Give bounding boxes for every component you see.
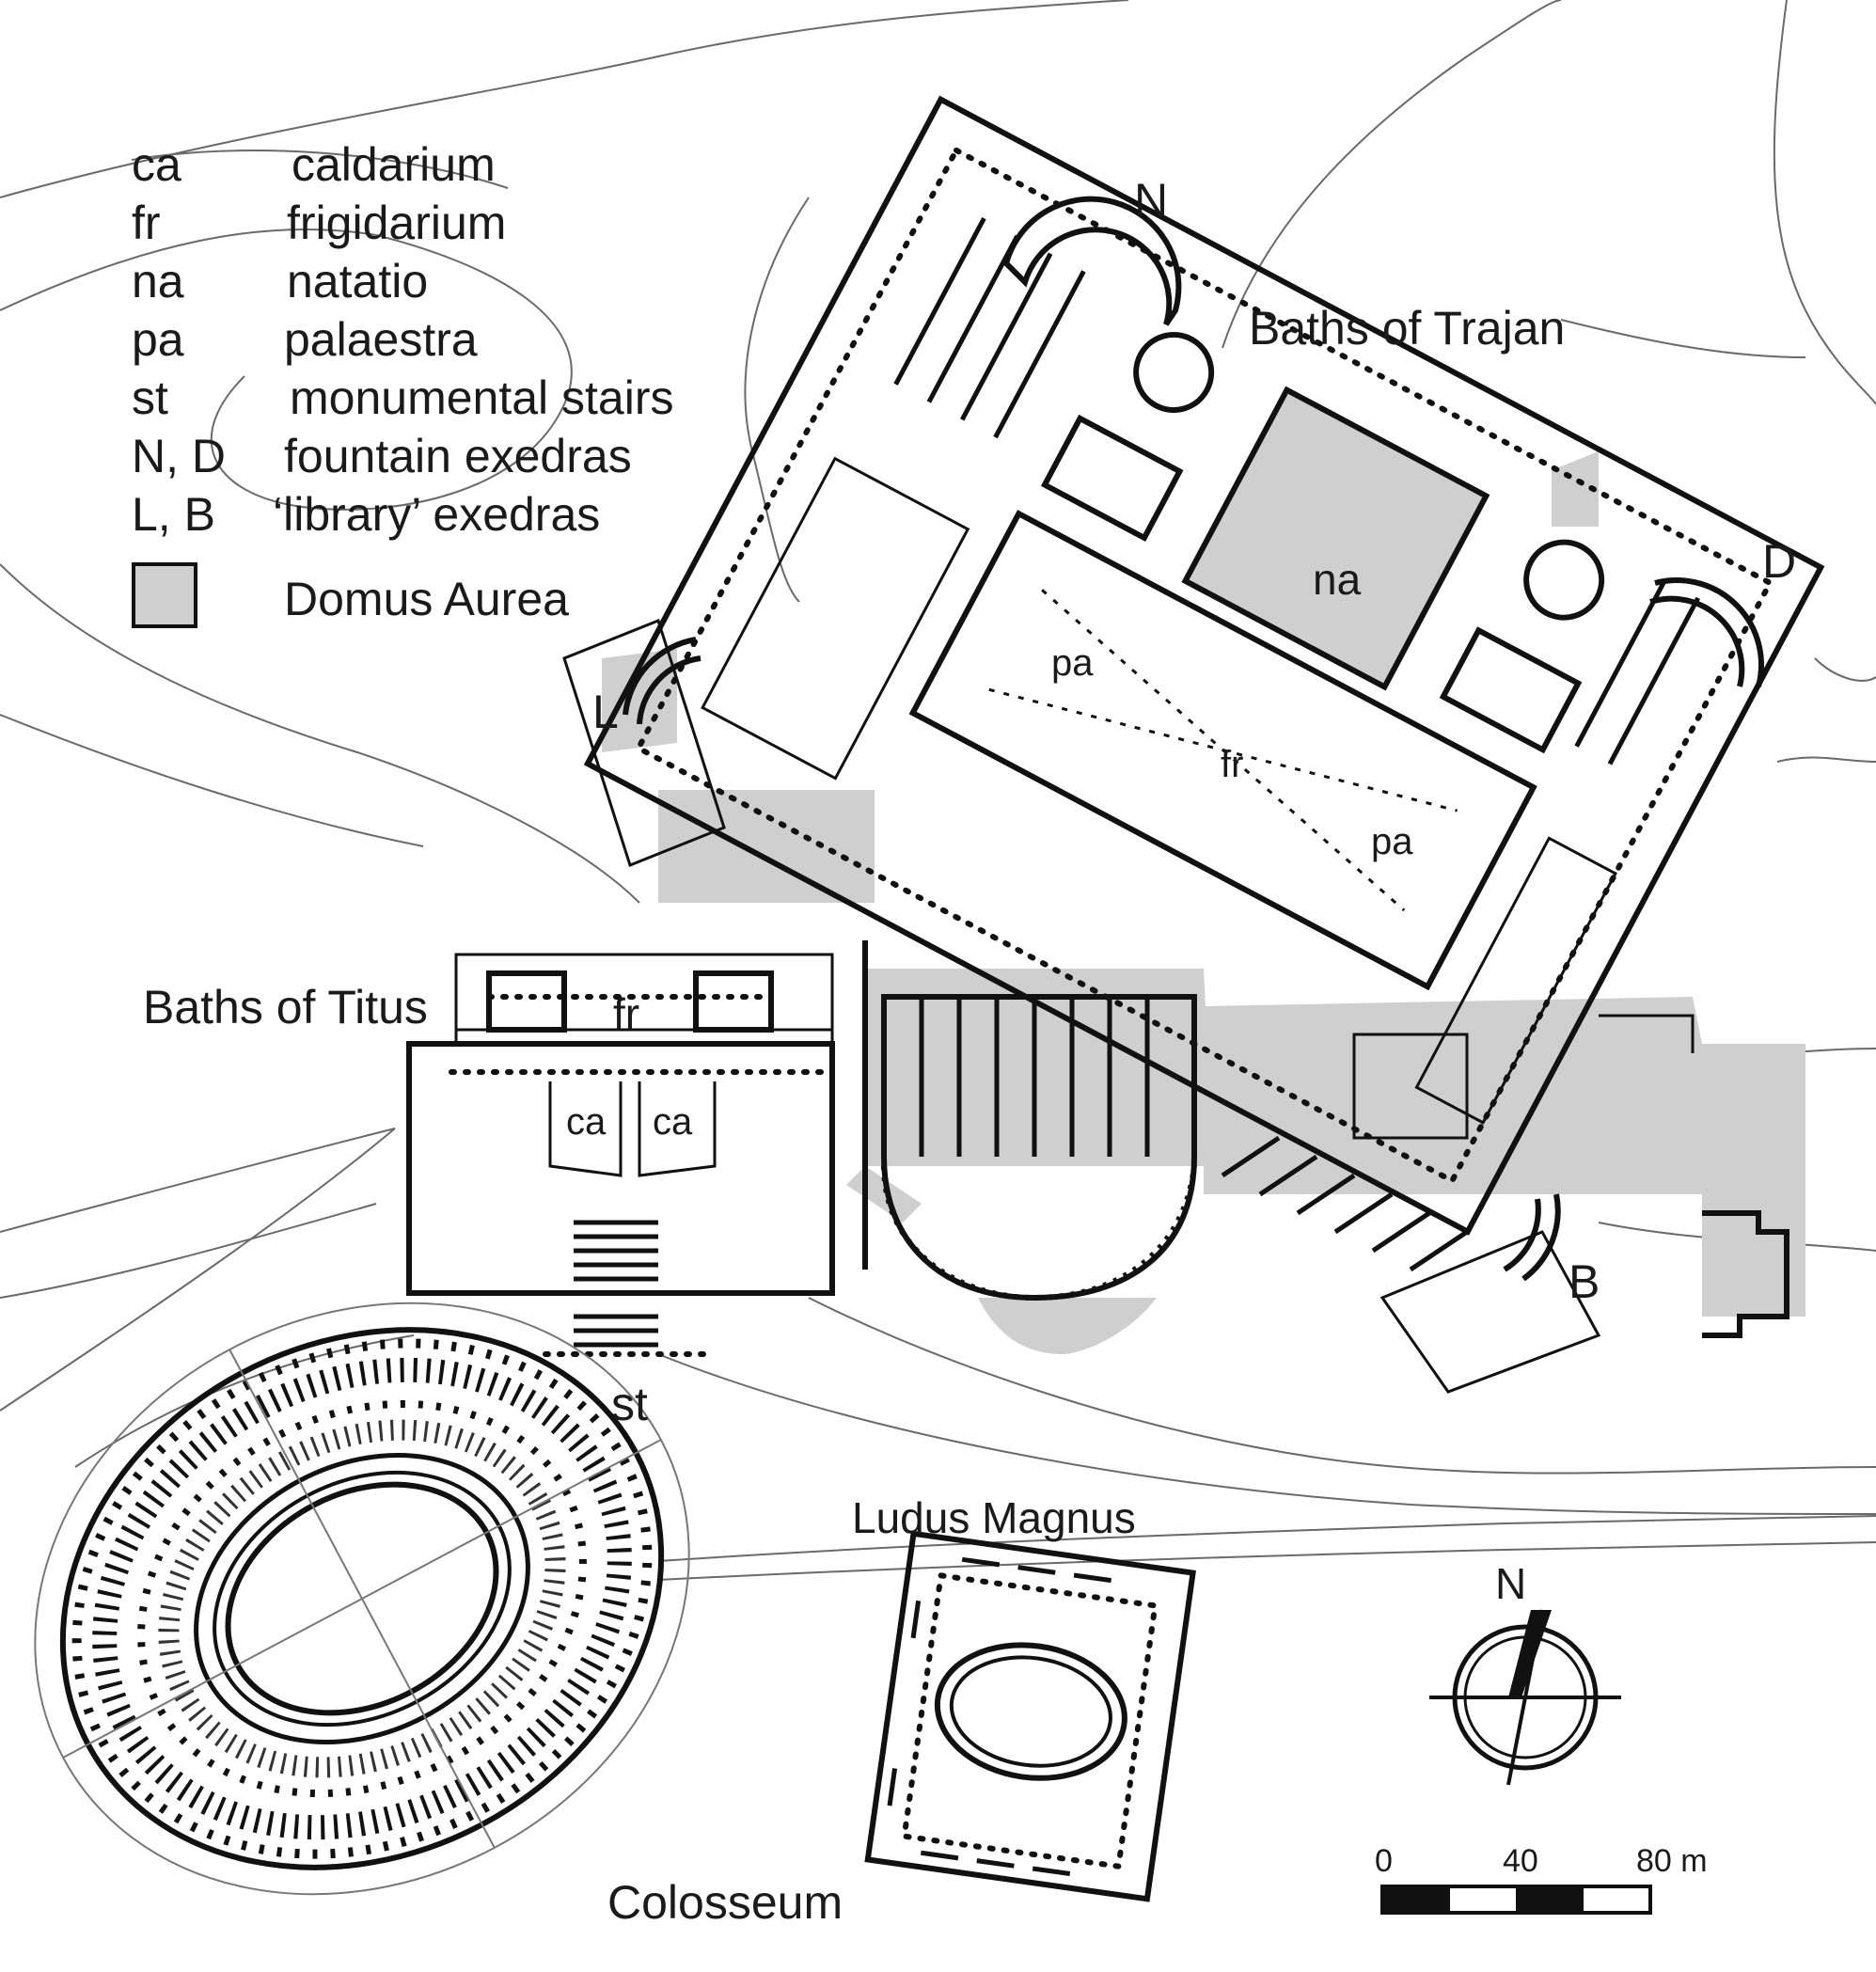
legend-label-fountain-exedras: fountain exedras: [284, 430, 632, 482]
central-hemicycle: [862, 940, 1469, 1302]
legend-code-n-d: N, D: [132, 430, 226, 482]
east-structures: [1352, 1014, 1789, 1338]
baths-of-titus-plan: [406, 953, 835, 1357]
room-label-st: st: [611, 1378, 648, 1430]
legend-code-pa: pa: [132, 313, 184, 366]
legend-code-na: na: [132, 255, 184, 308]
legend: ca caldarium fr frigidarium na natatio p…: [132, 138, 674, 628]
trajan-exedras: [562, 196, 1764, 1394]
room-label-fr-titus: fr: [613, 989, 639, 1038]
terrain-contours: [0, 0, 1876, 1581]
label-baths-of-titus: Baths of Titus: [143, 981, 428, 1033]
legend-label-domus-aurea: Domus Aurea: [284, 573, 569, 625]
exedra-label-l: L: [592, 686, 619, 738]
exedra-label-n: N: [1134, 174, 1168, 227]
legend-code-ca: ca: [132, 138, 181, 191]
legend-code-st: st: [132, 371, 168, 424]
ludus-magnus-plan: [864, 1530, 1196, 1902]
room-label-ca-west: ca: [566, 1101, 607, 1143]
legend-label-palaestra: palaestra: [284, 313, 478, 366]
room-label-pa-north: pa: [1051, 642, 1094, 684]
legend-code-fr: fr: [132, 197, 161, 249]
north-arrow-label: N: [1495, 1559, 1526, 1608]
room-label-ca-east: ca: [653, 1101, 693, 1143]
scale-bar-tick-80: 80 m: [1636, 1843, 1708, 1879]
legend-code-l-b: L, B: [132, 488, 215, 541]
scale-bar-tick-0: 0: [1375, 1843, 1393, 1879]
legend-label-caldarium: caldarium: [292, 138, 496, 191]
colosseum-plan: [34, 1302, 690, 1896]
scale-bar: [1380, 1885, 1652, 1915]
legend-label-frigidarium: frigidarium: [287, 197, 506, 249]
room-label-fr-trajan: fr: [1221, 744, 1243, 785]
label-colosseum: Colosseum: [607, 1876, 843, 1929]
room-label-pa-south: pa: [1371, 821, 1413, 862]
legend-swatch-domus-aurea: [132, 562, 197, 628]
scale-bar-tick-40: 40: [1503, 1843, 1538, 1879]
exedra-label-b: B: [1569, 1255, 1600, 1308]
exedra-label-d: D: [1762, 535, 1796, 588]
north-arrow: [1429, 1609, 1621, 1786]
label-baths-of-trajan: Baths of Trajan: [1249, 302, 1565, 355]
legend-label-natatio: natatio: [287, 255, 428, 308]
legend-label-library-exedras: ‘library’ exedras: [273, 488, 600, 541]
room-label-na: na: [1313, 555, 1362, 604]
label-ludus-magnus: Ludus Magnus: [852, 1493, 1136, 1542]
legend-label-monumental-stairs: monumental stairs: [290, 371, 674, 424]
